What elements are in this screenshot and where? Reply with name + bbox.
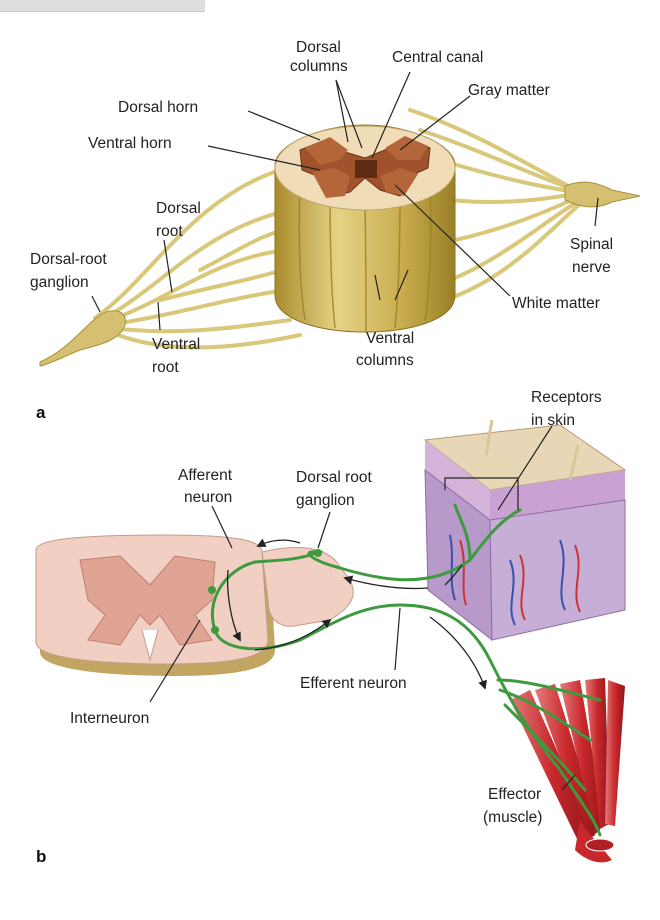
- label-dorsal-root-ganglion-1: Dorsal-root: [30, 251, 107, 268]
- label-white-matter: White matter: [512, 295, 600, 312]
- label-dorsal-root-1: Dorsal: [156, 200, 201, 217]
- signal-arrows: [226, 538, 487, 690]
- panel-b-labels: Receptors in skin Afferent neuron Dorsal…: [70, 389, 602, 826]
- label-gray-matter: Gray matter: [468, 82, 550, 99]
- panel-b-letter: b: [36, 847, 46, 866]
- panel-a-labels: Dorsal columns Central canal Gray matter…: [30, 39, 613, 376]
- label-ventral-columns-2: columns: [356, 352, 414, 369]
- label-interneuron: Interneuron: [70, 710, 149, 727]
- panel-b-leader-lines: [149, 425, 576, 791]
- label-effector-2: (muscle): [483, 809, 542, 826]
- label-receptors-2: in skin: [531, 412, 575, 429]
- label-effector-1: Effector: [488, 786, 541, 803]
- panel-a-letter: a: [36, 403, 46, 422]
- label-efferent-neuron: Efferent neuron: [300, 675, 407, 692]
- spinal-nerve-shape: [564, 181, 641, 208]
- label-dorsal-root-2: root: [156, 223, 183, 240]
- label-ventral-root-1: Ventral: [152, 336, 200, 353]
- label-ventral-root-2: root: [152, 359, 179, 376]
- skin-block: [423, 419, 627, 642]
- label-afferent-neuron-1: Afferent: [178, 467, 233, 484]
- panel-b-illustration: [35, 419, 627, 863]
- section-root: [261, 547, 354, 627]
- panel-a-leader-lines: [91, 71, 599, 331]
- muscle-effector: [510, 678, 625, 863]
- label-ventral-horn: Ventral horn: [88, 135, 172, 152]
- dorsal-root-ganglion-shape: [39, 310, 126, 367]
- label-afferent-neuron-2: neuron: [184, 489, 232, 506]
- top-edge-bar: [0, 0, 205, 12]
- panel-a-illustration: [39, 108, 641, 367]
- label-dorsal-columns-1: Dorsal: [296, 39, 341, 56]
- label-ventral-columns-1: Ventral: [366, 330, 414, 347]
- label-spinal-nerve-1: Spinal: [570, 236, 613, 253]
- label-dorsal-root-ganglion-2: ganglion: [30, 274, 89, 291]
- label-dorsal-columns-2: columns: [290, 58, 348, 75]
- right-nerve-fibers: [408, 108, 584, 302]
- label-dorsal-root-ganglion-b-1: Dorsal root: [296, 469, 372, 486]
- section-gray-matter: [79, 555, 216, 646]
- label-central-canal: Central canal: [392, 49, 483, 66]
- label-dorsal-root-ganglion-b-2: ganglion: [296, 492, 355, 509]
- label-receptors-1: Receptors: [531, 389, 602, 406]
- label-spinal-nerve-2: nerve: [572, 259, 611, 276]
- label-dorsal-horn: Dorsal horn: [118, 99, 198, 116]
